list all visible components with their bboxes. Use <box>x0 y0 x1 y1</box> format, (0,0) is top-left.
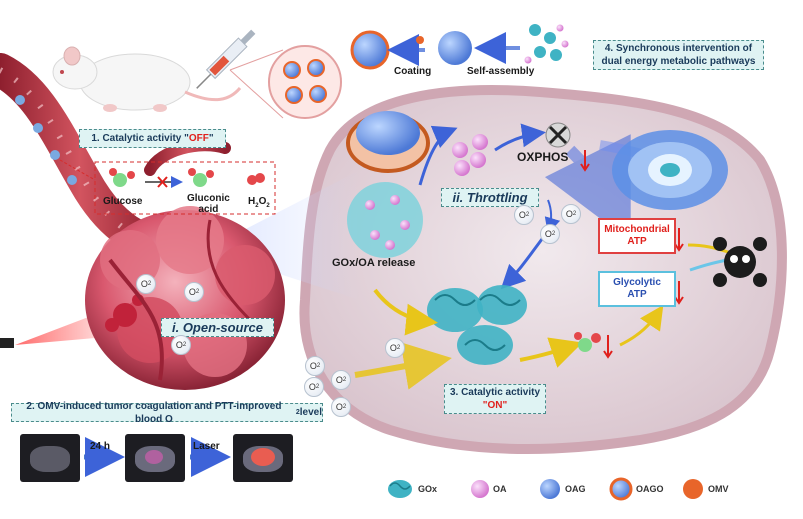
h2o2-sub2: 2 <box>266 203 270 209</box>
legend-oag-icon <box>540 479 560 499</box>
step4-box: 4. Synchronous intervention of dual ener… <box>593 40 764 70</box>
h2o2-label: H2O2 <box>248 196 270 209</box>
laser-probe <box>0 338 14 348</box>
gluconic-line2: acid <box>198 204 219 215</box>
throttling-label: ii. Throttling <box>441 188 539 207</box>
legend-oago-label: OAGO <box>636 484 664 494</box>
step1-prefix: 1. Catalytic activity " <box>91 133 189 144</box>
step1-suffix: " <box>208 133 214 144</box>
legend-gox-label: GOx <box>418 484 438 494</box>
h2o2-h: H <box>248 196 256 207</box>
h2o2-o: O <box>258 196 267 207</box>
step2-tail: level <box>299 407 322 418</box>
mouse-illustration <box>52 46 242 112</box>
reaction-callout-box <box>94 161 276 215</box>
legend-oa-icon <box>471 480 489 498</box>
step1-emph: OFF <box>188 133 209 144</box>
step4-line1: 4. Synchronous intervention of <box>604 43 753 54</box>
throttling-text: ii. Throttling <box>452 190 528 205</box>
legend-omv-label: OMV <box>708 484 729 494</box>
coating-label: Coating <box>394 66 432 77</box>
mitochondrion <box>612 130 728 210</box>
nanoparticle-zoom-circle <box>268 45 342 119</box>
step2-box: 2. OMV-induced tumor coagulation and PTT… <box>11 401 323 425</box>
tumor-image-24h <box>125 434 185 482</box>
legend-omv-icon <box>683 479 703 499</box>
step4-line2: dual energy metabolic pathways <box>601 56 756 67</box>
step3-box: 3. Catalytic activity "ON" <box>444 384 546 414</box>
step3-line1: 3. Catalytic activity <box>449 387 541 398</box>
tumor-image-before <box>20 434 80 482</box>
syringe-illustration <box>196 29 256 89</box>
open-source-text: i. Open-source <box>171 320 264 335</box>
mito-line1: Mitochondrial <box>604 224 670 235</box>
gox-oa-cluster <box>524 24 569 64</box>
glucose-label: Glucose <box>103 196 143 207</box>
zoom-beam <box>205 170 360 300</box>
mito-line2: ATP <box>627 236 647 247</box>
legend-oag-label: OAG <box>565 484 586 494</box>
glycolytic-atp-box: Glycolytic ATP <box>598 271 676 307</box>
blocked-cross-icon <box>157 176 168 188</box>
oxphos-label: OXPHOS <box>517 150 569 164</box>
oago-particle <box>350 30 390 70</box>
gox-proteins <box>427 285 527 365</box>
step2-sub: 2 <box>295 409 300 416</box>
gox-oa-release-label: GOx/OA release <box>332 257 416 269</box>
oag-particle <box>438 31 472 65</box>
gluconic-acid-molecule-icon <box>188 168 214 187</box>
open-source-label: i. Open-source <box>161 318 274 337</box>
time-24h-label: 24 h <box>90 441 111 452</box>
oago-large-particle <box>346 111 430 173</box>
glucose-molecule-icon <box>109 168 135 187</box>
h2o2-sub1: 2 <box>255 203 259 209</box>
release-cluster <box>347 182 423 258</box>
self-assembly-label: Self-assembly <box>467 66 535 77</box>
step2-text: 2. OMV-induced tumor coagulation and PTT… <box>26 400 282 425</box>
step3-emph: "ON" <box>482 400 508 411</box>
h2o2-molecule-icon <box>247 173 265 185</box>
glyco-line1: Glycolytic <box>613 277 661 288</box>
glyco-line2: ATP <box>627 289 647 300</box>
mitochondrial-atp-box: Mitochondrial ATP <box>598 218 676 254</box>
legend-oa-label: OA <box>493 484 507 494</box>
oa-released <box>452 142 468 158</box>
tumor-image-laser <box>233 434 293 482</box>
legend-gox-icon <box>388 480 412 498</box>
step1-box: 1. Catalytic activity "OFF" <box>79 129 226 148</box>
gluconic-line1: Gluconic <box>187 193 230 204</box>
cell-death-icon <box>713 237 767 287</box>
gluconic-acid-label: Gluconic acid <box>187 193 230 215</box>
laser-label: Laser <box>193 441 220 452</box>
oxphos-complex <box>545 122 571 148</box>
glucose-molecule-cell <box>574 332 601 352</box>
legend-oago-icon <box>609 477 633 501</box>
